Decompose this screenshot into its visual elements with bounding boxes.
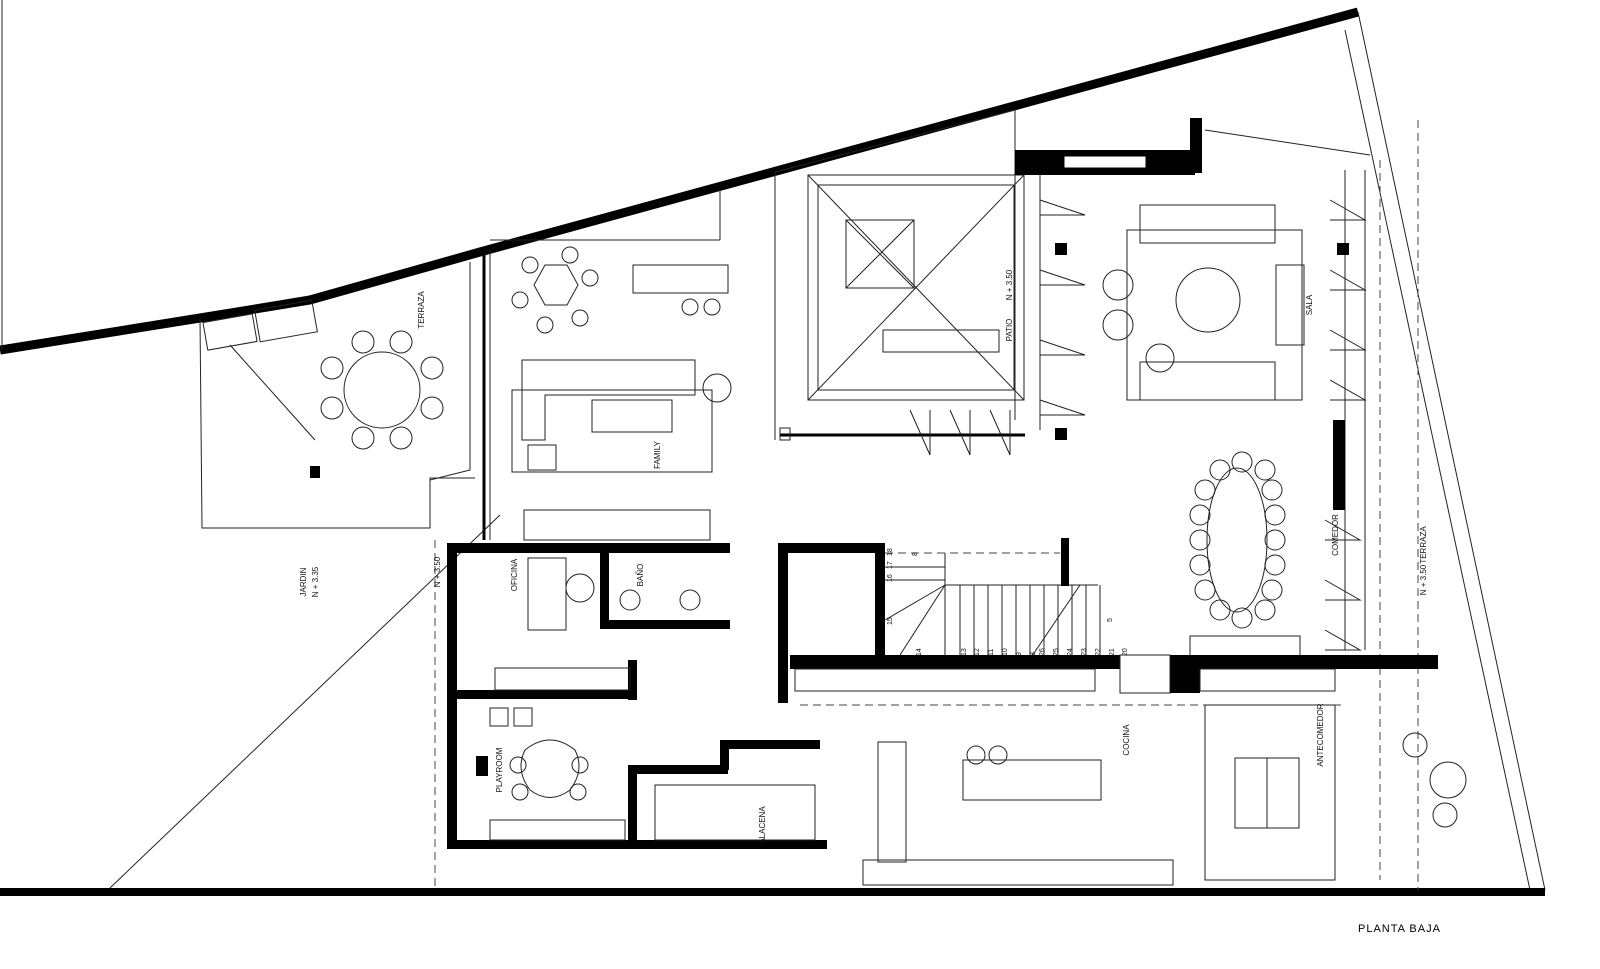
patio-level-label: N + 3.50	[1005, 269, 1014, 300]
stair-number: 26	[1039, 648, 1046, 656]
west-rooms: OFICINA BAÑO PLAYROOM ALACENA	[447, 543, 827, 849]
stair-number: 22	[1095, 648, 1102, 656]
stair-number: 16	[887, 574, 894, 582]
left-level-label: N + 3.50	[433, 556, 442, 587]
jardin-level-label: N + 3.35	[311, 566, 320, 597]
antecomedor-label: ANTECOMEDOR	[1316, 703, 1325, 766]
patio: PATIO N + 3.50	[774, 109, 1025, 456]
comedor-label: COMEDOR	[1331, 514, 1340, 556]
stair-number: 18	[887, 548, 894, 556]
stair-number: 20	[1122, 648, 1129, 656]
patio-label: PATIO	[1005, 319, 1014, 342]
jardin-label: JARDIN	[299, 567, 308, 596]
playroom-label: PLAYROOM	[495, 747, 504, 792]
cocina-label: COCINA	[1122, 724, 1131, 756]
stair-number: 9	[1016, 652, 1023, 656]
sala-label: SALA	[1305, 294, 1314, 315]
family-label: FAMILY	[653, 440, 662, 469]
bano-label: BAÑO	[636, 564, 645, 587]
staircase: 16 17 18 8 15 5 14 13 12 11 10 9 8 26 25…	[778, 538, 1129, 703]
stair-number: 11	[988, 649, 995, 656]
stair-number: 15	[887, 617, 894, 625]
plan-title: PLANTA BAJA	[1358, 923, 1441, 935]
stair-number: 14	[916, 648, 923, 656]
terraza-area: TERRAZA JARDIN N + 3.35 N + 3.50	[109, 262, 501, 889]
terraza-right-label: TERRAZA	[1419, 526, 1428, 564]
stair-number: 25	[1053, 648, 1060, 656]
site-boundary	[0, 0, 1546, 896]
stair-number: 8	[912, 552, 919, 556]
kitchen: COCINA ANTECOMEDOR	[790, 654, 1438, 886]
terraza-right-level-label: N + 3.50	[1419, 564, 1428, 595]
stair-number: 13	[961, 648, 968, 656]
stair-number: 21	[1109, 648, 1116, 656]
stair-number: 10	[1002, 648, 1009, 656]
family-room: FAMILY	[482, 190, 732, 541]
stair-number: 8	[1030, 652, 1037, 656]
alacena-label: ALACENA	[758, 806, 767, 844]
stair-number: 17	[887, 561, 894, 569]
oficina-label: OFICINA	[510, 558, 519, 591]
stair-numbers-bottom: 14 13 12 11 10 9 8 26 25 24 23 22 21 20	[916, 648, 1129, 656]
stair-number: 23	[1081, 648, 1088, 656]
terraza-label: TERRAZA	[417, 291, 426, 329]
stair-number: 24	[1067, 648, 1074, 656]
sala-comedor: SALA COMEDOR TERRAZA N + 3.50	[1015, 118, 1467, 890]
stair-number: 12	[974, 648, 981, 656]
stair-number: 5	[1107, 618, 1114, 622]
